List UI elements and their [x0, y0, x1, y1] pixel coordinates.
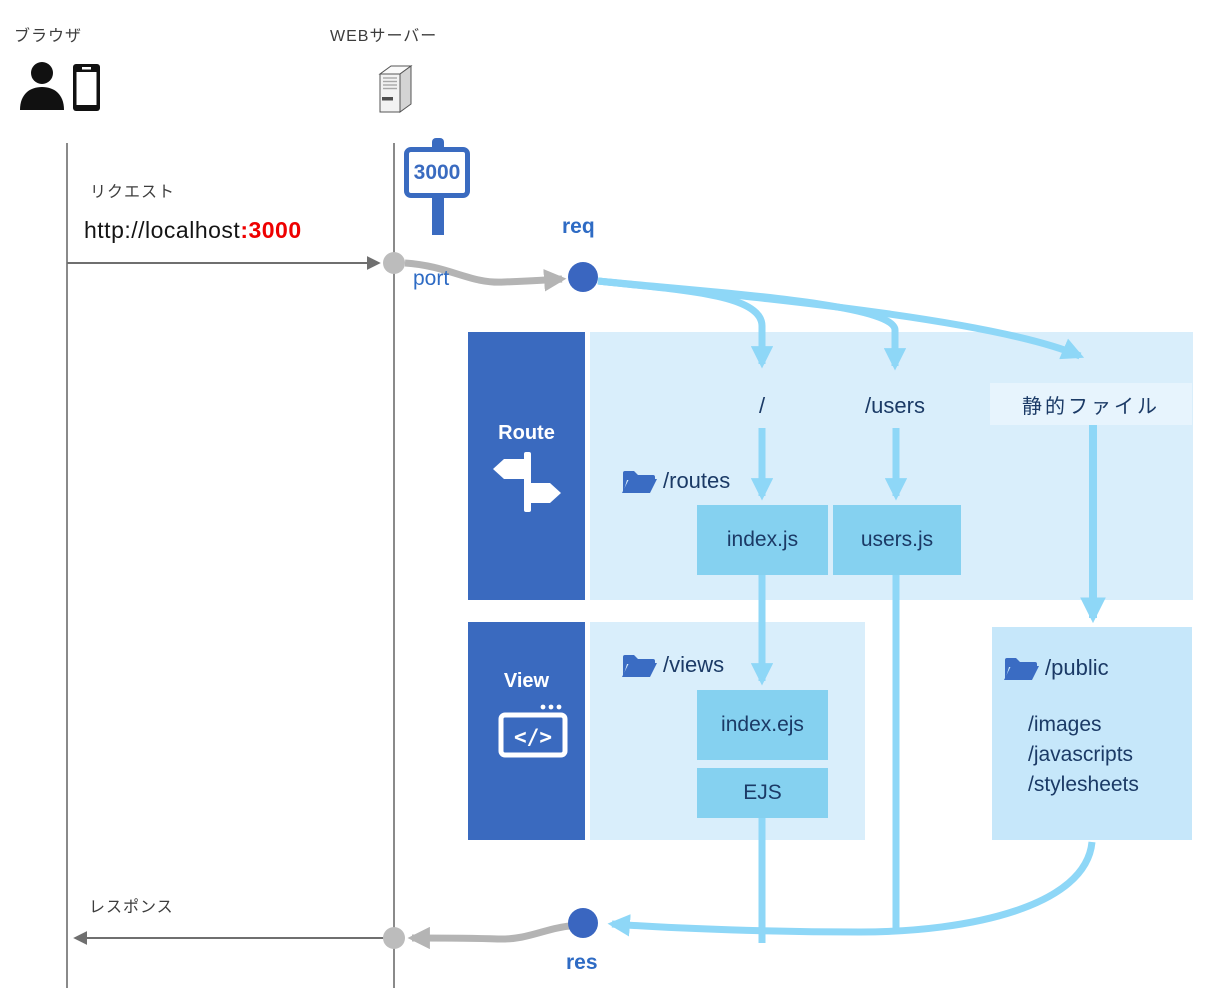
public-folder-row: /public [1003, 654, 1109, 682]
views-folder-row: /views [621, 651, 724, 679]
server-label: WEBサーバー [330, 28, 438, 45]
usersjs-box: users.js [833, 505, 961, 575]
folder-icon [622, 471, 657, 493]
res-label: res [566, 951, 598, 974]
public-dir-images: /images [1028, 713, 1102, 736]
res-to-port-connector [407, 922, 571, 950]
ejs-label: EJS [743, 781, 782, 804]
view-section-title: View [503, 670, 550, 692]
public-dir-javascripts: /javascripts [1028, 743, 1134, 766]
request-url-host: http://localhost [84, 217, 241, 243]
route-section-title: Route [498, 422, 555, 444]
port-dot-top [383, 252, 405, 274]
indexjs-label: index.js [726, 528, 799, 551]
request-url: http://localhost:3000 [84, 217, 302, 244]
public-folder-label: /public [1045, 655, 1109, 680]
route-signpost-icon [493, 452, 561, 512]
browser-user-phone-icon [20, 62, 100, 111]
port-dot-bottom [383, 927, 405, 949]
res-dot [568, 908, 598, 938]
routes-folder-row: /routes [621, 467, 730, 495]
port-label: port [413, 267, 450, 290]
folder-icon [622, 655, 657, 677]
indexjs-box: index.js [697, 505, 828, 575]
route-path-users: /users [865, 393, 925, 418]
usersjs-label: users.js [860, 528, 934, 551]
ejs-box: EJS [697, 768, 828, 818]
folder-icon [1004, 658, 1039, 680]
indexejs-box: index.ejs [697, 690, 828, 760]
public-return-curve [607, 841, 1096, 937]
port-sign-pole [432, 195, 444, 235]
public-dirs-list: /images /javascripts /stylesheets [1028, 710, 1139, 800]
views-folder-label: /views [663, 652, 725, 677]
request-url-port: :3000 [240, 217, 302, 243]
port-sign-board: 3000 [404, 147, 470, 198]
web-server-icon [378, 65, 413, 113]
route-path-static: 静的ファイル [1022, 395, 1160, 418]
indexejs-label: index.ejs [721, 713, 804, 736]
static-files-label-bg [990, 383, 1192, 425]
code-glyph: </> [514, 725, 552, 749]
response-label: レスポンス [89, 899, 174, 916]
routes-folder-label: /routes [663, 468, 731, 493]
view-code-window-icon: </> [498, 704, 568, 758]
port-sign-value: 3000 [413, 160, 461, 184]
public-dir-stylesheets: /stylesheets [1028, 773, 1139, 796]
request-label: リクエスト [90, 184, 176, 201]
browser-label: ブラウザ [14, 28, 83, 45]
req-label: req [562, 215, 595, 238]
route-path-root: / [758, 393, 766, 418]
req-dot [568, 262, 598, 292]
